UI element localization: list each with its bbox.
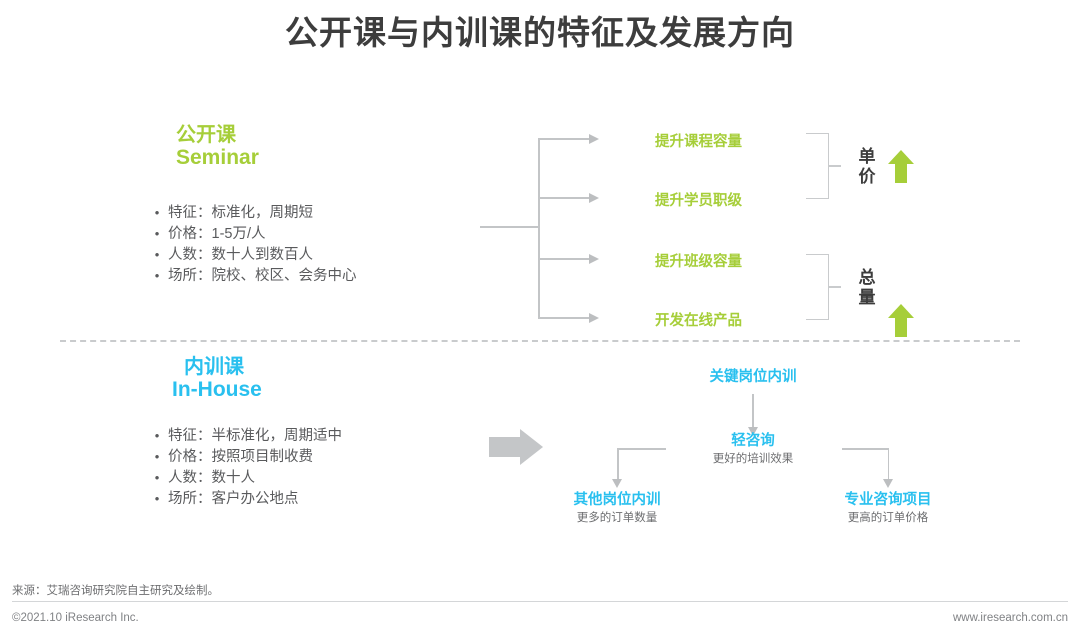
bullet-icon: •: [154, 449, 160, 464]
flow-arrowhead-left: [612, 479, 622, 488]
list-item: • 场所：客户办公地点: [146, 489, 342, 510]
flow-node-key-role-training: 关键岗位内训: [653, 368, 853, 387]
branch-arrowhead-1: [589, 133, 599, 144]
page-title: 公开课与内训课的特征及发展方向: [285, 14, 795, 51]
list-item: • 人数：数十人: [146, 468, 342, 489]
direction-label-3: 提升班级容量: [655, 254, 742, 270]
outcome-unit-price-line1: 单: [858, 147, 876, 166]
flow-node-title: 其他岗位内训: [573, 492, 661, 508]
flow-node-professional-consulting: 专业咨询项目 更高的订单价格: [788, 491, 988, 526]
flow-line-middle-to-right: [842, 448, 889, 450]
branch-arrowhead-3: [589, 253, 599, 264]
list-item: • 价格：按照项目制收费: [146, 447, 342, 468]
flow-node-title: 轻咨询: [731, 433, 775, 449]
inhouse-bullet-list: • 特征：半标准化，周期适中 • 价格：按照项目制收费 • 人数：数十人 • 场…: [146, 426, 342, 510]
bullet-icon: •: [154, 491, 160, 506]
connector-stem: [480, 226, 539, 228]
outcome-unit-price: 单 价: [856, 147, 878, 187]
connector-spine: [538, 138, 540, 318]
bullet-icon: •: [154, 428, 160, 443]
flow-node-other-role-training: 其他岗位内训 更多的订单数量: [517, 491, 717, 526]
bracket-unit-price: [806, 133, 829, 199]
section-divider: [60, 340, 1020, 342]
flow-line-right-down: [887, 448, 889, 480]
list-item-label: 价格：1-5万/人: [168, 226, 266, 242]
list-item-label: 场所：院校、校区、会务中心: [168, 268, 357, 284]
flow-node-title: 关键岗位内训: [709, 369, 797, 385]
inhouse-heading: 内训课 In-House: [172, 356, 262, 402]
flow-line-middle-to-left: [617, 448, 666, 450]
list-item-label: 特征：标准化，周期短: [168, 205, 313, 221]
direction-label-1: 提升课程容量: [655, 134, 742, 150]
list-item: • 人数：数十人到数百人: [146, 245, 357, 266]
inhouse-heading-cn: 内训课: [184, 356, 244, 378]
source-note: 来源：艾瑞咨询研究院自主研究及绘制。: [12, 585, 219, 597]
list-item-label: 价格：按照项目制收费: [168, 449, 313, 465]
flow-arrowhead-middle: [747, 427, 758, 436]
footer-divider: [12, 601, 1068, 602]
seminar-bullet-list: • 特征：标准化，周期短 • 价格：1-5万/人 • 人数：数十人到数百人 • …: [146, 203, 357, 287]
list-item: • 特征：标准化，周期短: [146, 203, 357, 224]
outcome-total-volume-line2: 量: [858, 288, 876, 307]
branch-arrowhead-4: [589, 312, 599, 323]
flow-node-subtitle: 更高的订单价格: [847, 512, 929, 524]
branch-arrowhead-2: [589, 192, 599, 203]
list-item: • 场所：院校、校区、会务中心: [146, 266, 357, 287]
list-item-label: 特征：半标准化，周期适中: [168, 428, 342, 444]
branch-line-3: [538, 258, 590, 260]
flow-node-title: 专业咨询项目: [844, 492, 932, 508]
direction-label-2: 提升学员职级: [655, 193, 742, 209]
seminar-heading-cn: 公开课: [176, 124, 236, 146]
outcome-unit-price-line2: 价: [858, 167, 876, 186]
list-item-label: 场所：客户办公地点: [168, 491, 299, 507]
list-item: • 价格：1-5万/人: [146, 224, 357, 245]
list-item-label: 人数：数十人: [168, 470, 255, 486]
bracket-total-volume: [806, 254, 829, 320]
flow-line-top-to-middle: [752, 394, 754, 428]
flow-line-left-down: [617, 448, 619, 480]
flow-arrowhead-right: [883, 479, 893, 488]
flow-node-subtitle: 更多的订单数量: [576, 512, 658, 524]
branch-line-1: [538, 138, 590, 140]
copyright-text: ©2021.10 iResearch Inc.: [12, 612, 139, 624]
bullet-icon: •: [154, 247, 160, 262]
up-arrow-icon: [888, 304, 914, 337]
inhouse-heading-en: In-House: [172, 378, 262, 402]
flow-node-subtitle: 更好的培训效果: [712, 453, 794, 465]
bullet-icon: •: [154, 470, 160, 485]
outcome-total-volume-line1: 总: [858, 268, 876, 287]
seminar-heading-en: Seminar: [176, 146, 259, 170]
up-arrow-icon: [888, 150, 914, 183]
bracket-tick-total-volume: [828, 286, 841, 288]
list-item: • 特征：半标准化，周期适中: [146, 426, 342, 447]
bullet-icon: •: [154, 268, 160, 283]
outcome-total-volume: 总 量: [856, 268, 878, 308]
list-item-label: 人数：数十人到数百人: [168, 247, 313, 263]
seminar-heading: 公开课 Seminar: [176, 124, 259, 170]
branch-line-4: [538, 317, 590, 319]
right-block-arrow-icon: [489, 429, 543, 465]
website-url: www.iresearch.com.cn: [952, 612, 1068, 624]
bullet-icon: •: [154, 226, 160, 241]
flow-node-light-consulting: 轻咨询 更好的培训效果: [653, 432, 853, 467]
branch-line-2: [538, 197, 590, 199]
bracket-tick-unit-price: [828, 165, 841, 167]
direction-label-4: 开发在线产品: [655, 313, 742, 329]
bullet-icon: •: [154, 205, 160, 220]
